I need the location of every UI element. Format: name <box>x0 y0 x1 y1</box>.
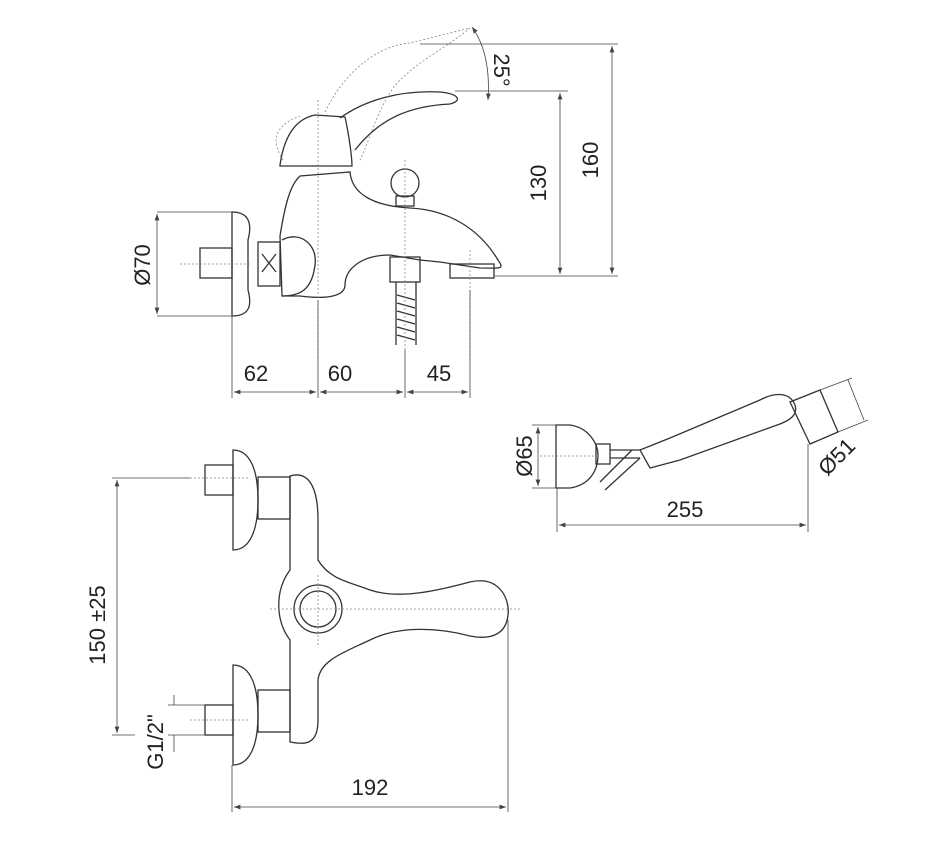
wall-flange <box>231 211 251 317</box>
upper-flange <box>232 449 259 551</box>
lower-flange <box>232 664 259 766</box>
side-view-dimensions: Ø70 62 60 45 130 160 25° <box>130 26 618 398</box>
front-view-dimensions: 150 ±25 G1/2" 192 <box>85 477 509 812</box>
eccentric-nut <box>257 241 281 287</box>
thread-label: G1/2" <box>143 714 168 770</box>
side-view-mixer <box>180 27 502 360</box>
shower-bracket <box>555 424 599 489</box>
shower-hose <box>599 449 641 491</box>
shower-head <box>789 389 839 445</box>
dim-62-label: 62 <box>244 361 268 386</box>
inlet-connector <box>199 247 233 279</box>
hand-shower <box>540 389 839 491</box>
bracket-diameter-label: Ø65 <box>512 435 537 477</box>
hose <box>395 282 417 345</box>
height-160-label: 160 <box>578 142 603 179</box>
mixer-front-body <box>278 474 509 744</box>
dim-45-label: 45 <box>427 361 451 386</box>
length-label: 255 <box>667 497 704 522</box>
lever-handle <box>339 91 459 151</box>
width-label: 192 <box>352 775 389 800</box>
aerator <box>449 263 495 279</box>
hand-shower-dimensions: Ø65 255 Ø51 <box>512 377 869 532</box>
lever-raised-outline <box>324 27 471 161</box>
front-view-mixer <box>190 449 520 766</box>
centers-label: 150 ±25 <box>85 585 110 664</box>
lever-base <box>279 114 353 167</box>
height-130-label: 130 <box>526 165 551 202</box>
dim-60-label: 60 <box>328 361 352 386</box>
angle-label: 25° <box>489 53 514 86</box>
mixer-body <box>279 171 502 299</box>
shower-handle <box>639 393 797 469</box>
flange-diameter-label: Ø70 <box>130 244 155 286</box>
